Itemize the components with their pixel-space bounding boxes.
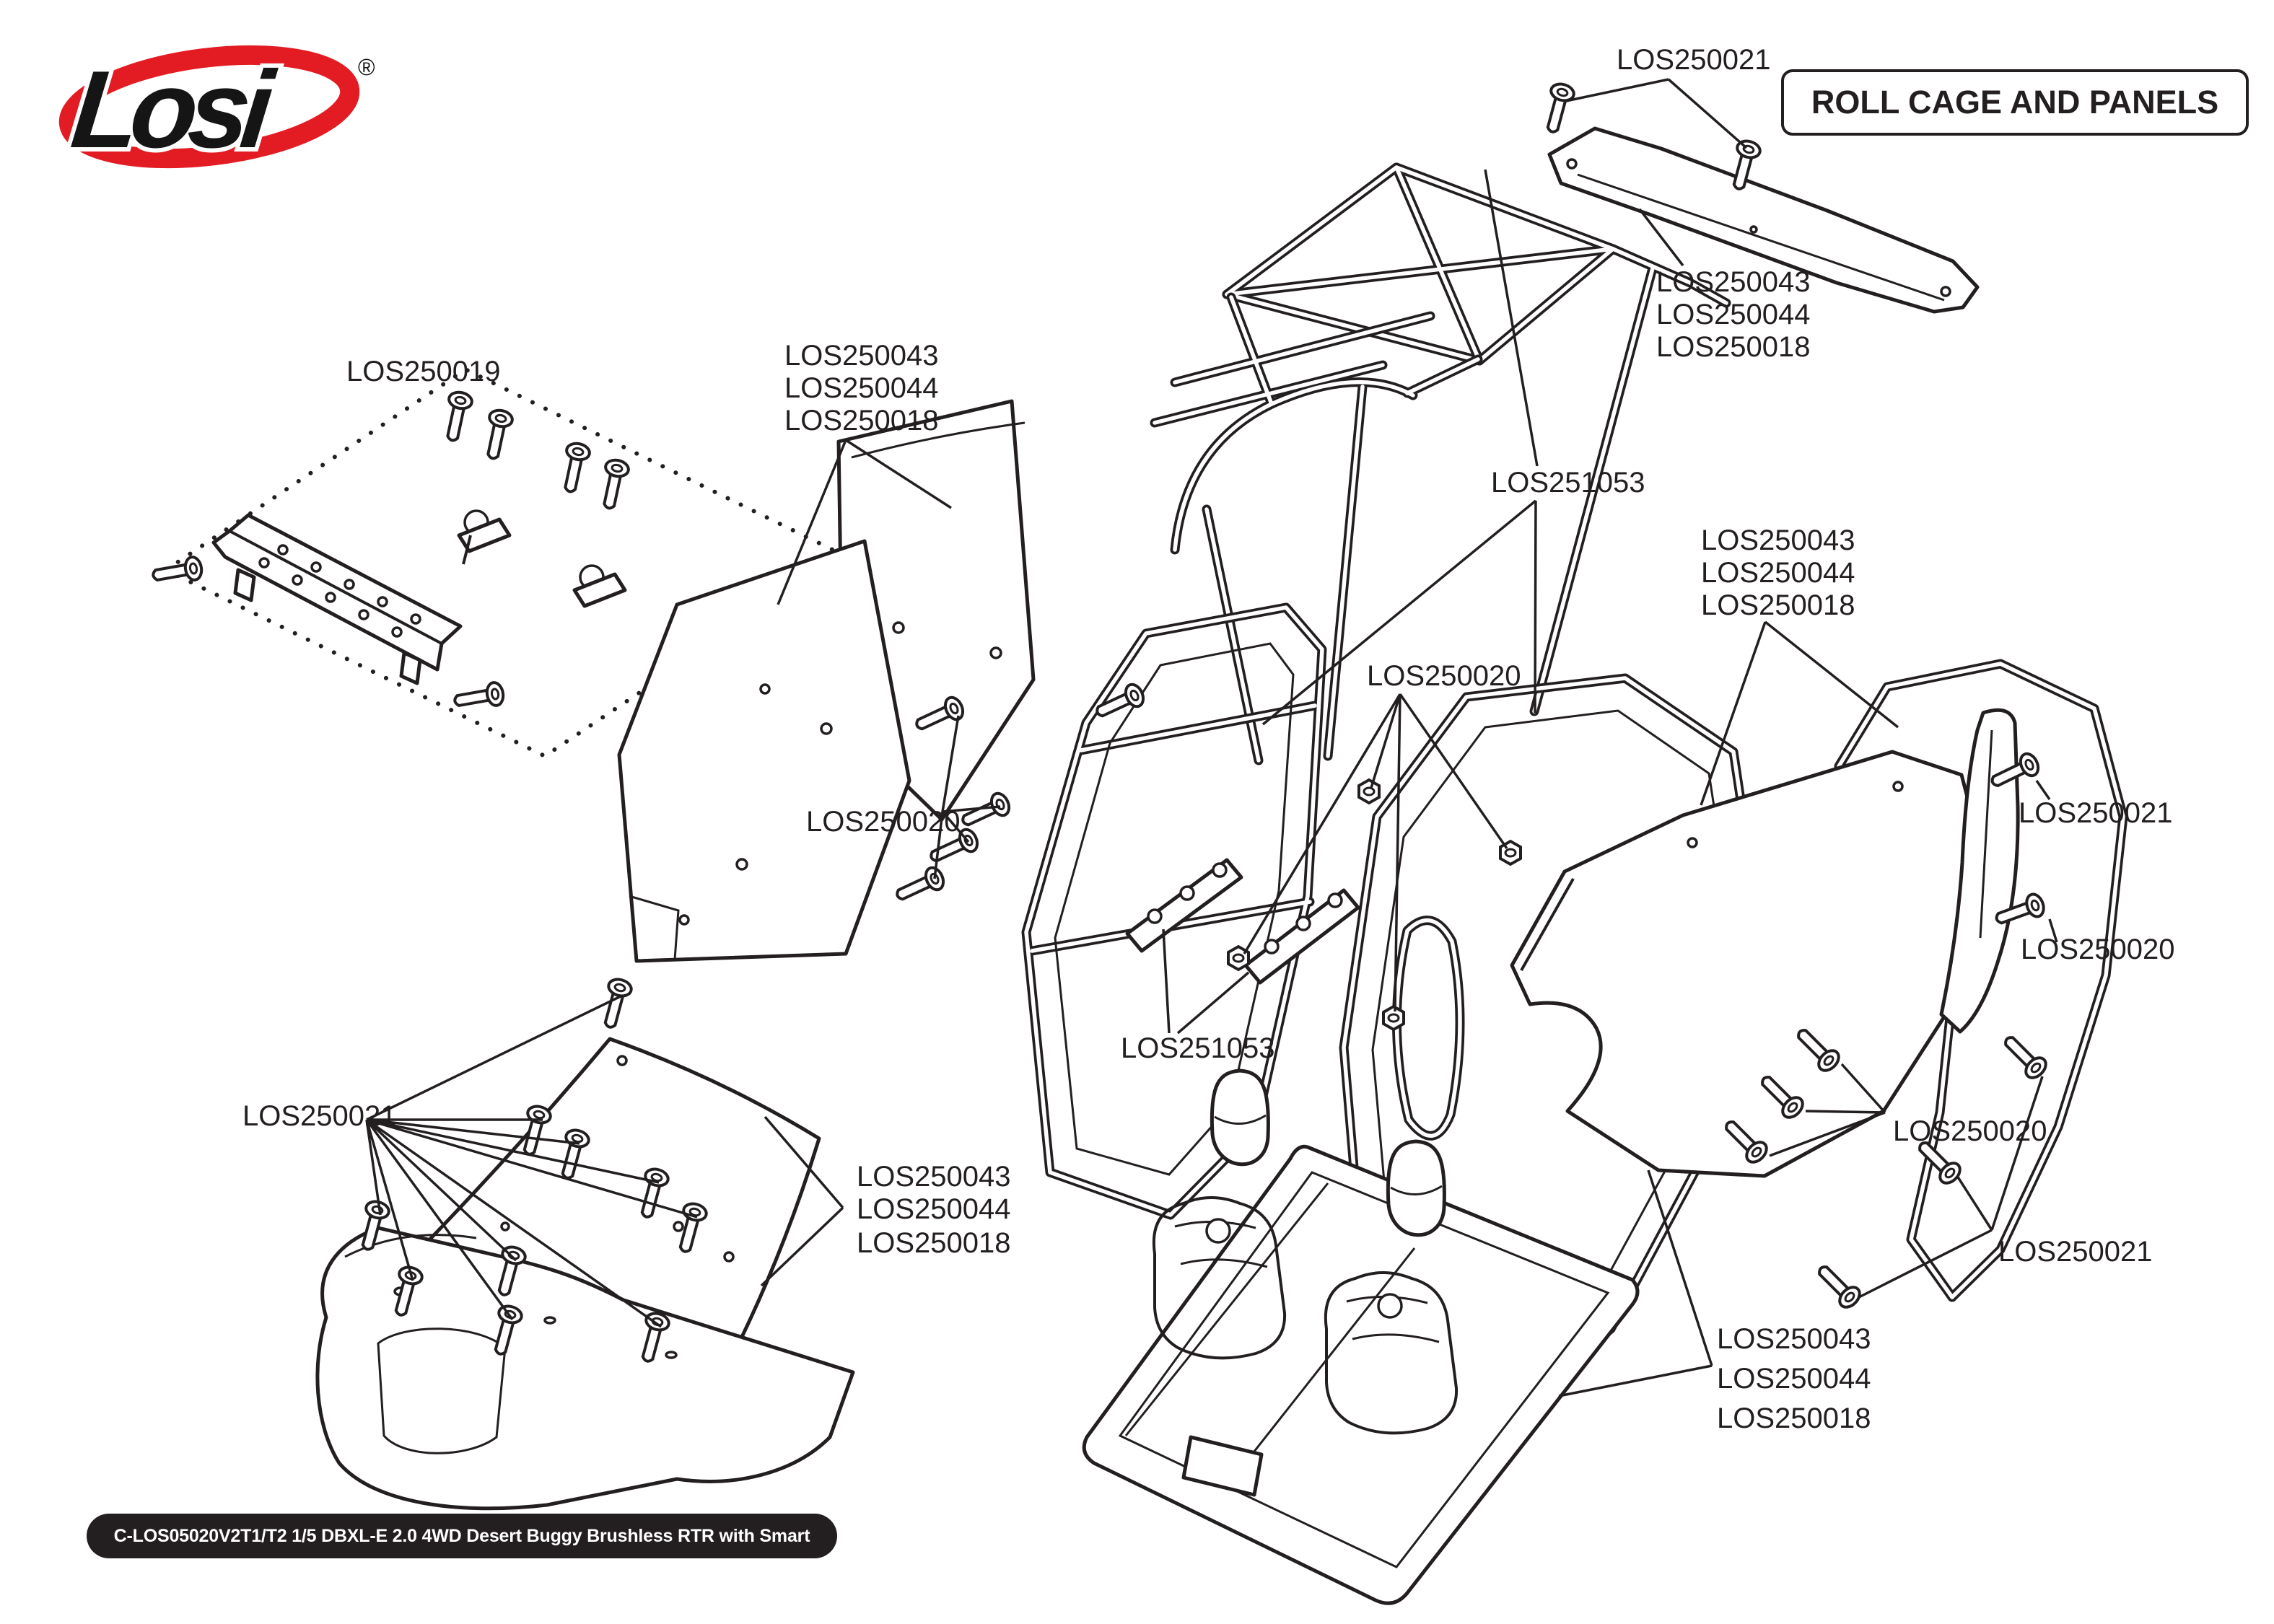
part-label-left-panel-2: LOS250044: [784, 372, 939, 404]
part-label-lower-left-2: LOS250044: [857, 1193, 1011, 1225]
part-label-left-panel-1: LOS250043: [784, 340, 939, 372]
part-labels: LOS250021 LOS250043 LOS250044 LOS250018 …: [242, 44, 2175, 1434]
part-label-light-bar: LOS250019: [346, 356, 501, 387]
part-label-left-panel-3: LOS250018: [784, 405, 939, 436]
part-label-lower-right-screws: LOS250020: [1893, 1115, 2047, 1147]
part-label-lower-right-2: LOS250044: [1717, 1363, 1871, 1395]
logo-wordmark: Losi: [66, 48, 281, 171]
part-label-top-panel-2: LOS250044: [1656, 299, 1811, 330]
part-label-lower-right-3: LOS250018: [1717, 1403, 1871, 1434]
part-label-right-panel-3: LOS250018: [1701, 589, 1855, 621]
part-label-right-panel-2: LOS250044: [1701, 557, 1855, 589]
part-label-top-panel-1: LOS250043: [1656, 266, 1811, 298]
leader-lines: [365, 78, 2058, 1397]
seat-right: [1324, 1271, 1459, 1435]
seat-rail-right: [1243, 888, 1360, 985]
light-bar-clamp: [572, 564, 627, 608]
seat-rail-left: [1125, 858, 1243, 953]
logo-swoosh: [58, 45, 360, 169]
part-label-lower-left-1: LOS250043: [857, 1161, 1011, 1193]
part-label-lower-right-screws-2: LOS250021: [1998, 1236, 2153, 1268]
light-bar-assembly: [211, 509, 627, 685]
part-label-right-screw-upper: LOS250021: [2019, 797, 2173, 829]
part-label-cage-top: LOS251053: [1491, 467, 1645, 499]
part-label-right-screw-lower: LOS250020: [2021, 934, 2175, 965]
registered-mark: ®: [358, 54, 375, 80]
part-label-right-panel-1: LOS250043: [1701, 524, 1855, 556]
part-label-lower-left-3: LOS250018: [857, 1227, 1011, 1259]
page-title-box: ROLL CAGE AND PANELS: [1781, 69, 2249, 136]
side-panel-left-a: [617, 539, 911, 963]
side-panel-blade: [1939, 708, 2020, 1034]
helmet-right: [1386, 1139, 1446, 1237]
helmet-left: [1210, 1068, 1270, 1167]
left-cage-frame: [1026, 607, 1322, 1215]
part-label-mid-screws: LOS250020: [806, 806, 961, 838]
part-label-seat-rails: LOS251053: [1121, 1032, 1275, 1064]
roof-panel: [1547, 126, 1980, 314]
seat-left: [1152, 1196, 1287, 1360]
part-label-lower-right-1: LOS250043: [1717, 1323, 1871, 1355]
light-bar-clamp: [457, 509, 512, 565]
part-label-lower-left-screws: LOS250021: [242, 1100, 397, 1132]
model-code-text: C-LOS05020V2T1/T2 1/5 DBXL-E 2.0 4WD Des…: [113, 1525, 810, 1546]
console-box: [1181, 1435, 1264, 1497]
losi-logo: Losi ®: [40, 26, 386, 175]
part-label-top-screws: LOS250021: [1617, 44, 1771, 76]
model-code-badge: C-LOS05020V2T1/T2 1/5 DBXL-E 2.0 4WD Des…: [87, 1514, 837, 1558]
part-label-cage-nuts: LOS250020: [1367, 660, 1521, 692]
page-title: ROLL CAGE AND PANELS: [1811, 84, 2219, 120]
part-label-top-panel-3: LOS250018: [1656, 331, 1811, 363]
side-panel-right: [1510, 750, 1981, 1178]
losi-logo-icon: Losi ®: [58, 44, 375, 175]
cockpit-tub: [1082, 1144, 1640, 1605]
